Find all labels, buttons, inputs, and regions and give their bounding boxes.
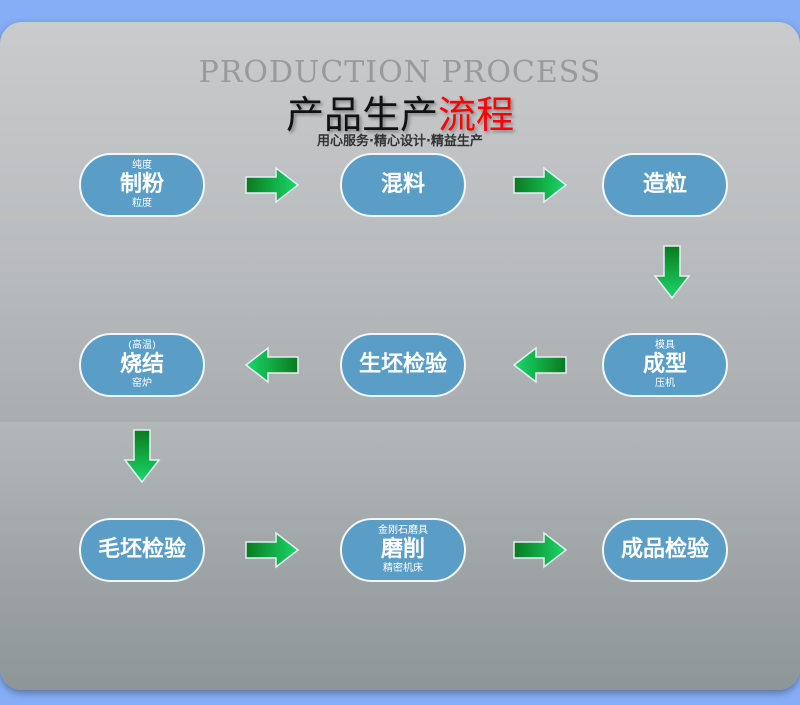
flow-arrow-icon — [245, 531, 300, 569]
step-main-label: 磨削 — [380, 537, 425, 562]
flow-arrow-icon — [123, 429, 161, 484]
step-main-label: 制粉 — [119, 172, 164, 197]
process-step-6: (高温)烧结窑炉 — [79, 333, 205, 397]
step-bottom-label: 粒度 — [132, 198, 152, 209]
process-step-9: 成品检验 — [602, 518, 728, 582]
step-main-label: 烧结 — [119, 352, 164, 377]
process-step-5: 生坯检验 — [340, 333, 466, 397]
page-title: 产品生产流程 — [0, 84, 800, 139]
flow-arrow-icon — [513, 166, 568, 204]
process-step-3: 造粒 — [602, 153, 728, 217]
process-step-8: 金刚石磨具磨削精密机床 — [340, 518, 466, 582]
step-top-label: 金刚石磨具 — [378, 525, 428, 536]
process-step-2: 混料 — [340, 153, 466, 217]
flow-arrow-icon — [245, 166, 300, 204]
process-step-4: 模具成型压机 — [602, 333, 728, 397]
step-top-label: 模具 — [655, 340, 675, 351]
step-bottom-label: 窑炉 — [132, 378, 152, 389]
process-step-7: 毛坯检验 — [79, 518, 205, 582]
subtitle: 用心服务·精心设计·精益生产 — [317, 134, 483, 149]
step-main-label: 生坯检验 — [358, 352, 447, 377]
flow-arrow-icon — [244, 346, 299, 384]
step-bottom-label: 压机 — [655, 378, 675, 389]
step-main-label: 混料 — [380, 172, 425, 197]
step-main-label: 成品检验 — [620, 537, 709, 562]
ghost-title: PRODUCTION PROCESS — [198, 55, 602, 90]
step-top-label: 纯度 — [132, 160, 152, 171]
step-bottom-label: 精密机床 — [383, 563, 423, 574]
flow-arrow-icon — [513, 531, 568, 569]
flow-arrow-icon — [512, 346, 567, 384]
title-black: 产品生产 — [285, 93, 438, 137]
step-main-label: 成型 — [642, 352, 687, 377]
step-main-label: 造粒 — [642, 172, 687, 197]
title-red: 流程 — [438, 93, 515, 137]
process-step-1: 纯度制粉粒度 — [79, 153, 205, 217]
step-top-label: (高温) — [128, 340, 156, 351]
step-main-label: 毛坯检验 — [97, 537, 186, 562]
flow-arrow-icon — [653, 245, 691, 300]
